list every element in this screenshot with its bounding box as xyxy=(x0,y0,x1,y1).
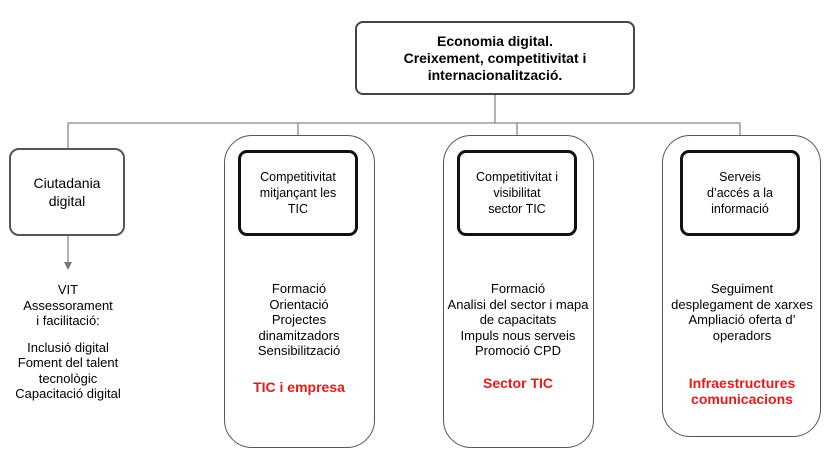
list-spacer xyxy=(0,329,136,340)
node-line: TIC xyxy=(287,202,309,216)
list-item: Foment del talent xyxy=(17,355,119,370)
node-line: informació xyxy=(711,202,769,216)
node-ciutadania-digital: Ciutadania digital xyxy=(9,148,125,236)
node-line: Competitivitat xyxy=(260,170,336,184)
list-item: Promoció CPD xyxy=(475,343,561,358)
list-item: tecnològic xyxy=(38,370,98,386)
node-competitivitat-sector: Competitivitat i visibilitat sector TIC xyxy=(457,150,577,236)
list-item: Inclusió digital xyxy=(27,339,109,355)
area-label-tic-empresa: TIC i empresa xyxy=(253,379,345,395)
list-item: Projectes xyxy=(271,312,327,327)
root-line: Economia digital. xyxy=(437,32,553,49)
list-sector-tic: Formació Analisi del sector i mapa de ca… xyxy=(437,281,599,359)
area-label-infraestructures: Infraestructures comunicacions xyxy=(664,375,820,407)
list-item: i facilitació: xyxy=(36,313,100,328)
node-competitivitat-tic: Competitivitat mitjançant les TIC xyxy=(238,150,358,236)
node-line: digital xyxy=(48,193,86,209)
root-node: Economia digital. Creixement, competitiv… xyxy=(355,21,635,95)
list-item: Assessorament xyxy=(23,297,113,313)
root-line: internacionalització. xyxy=(427,66,563,83)
list-item: Orientació xyxy=(269,296,329,312)
node-line: mitjançant les xyxy=(259,186,337,200)
list-item: de capacitats xyxy=(479,312,557,327)
node-serveis-acces: Serveis d’accés a la informació xyxy=(680,150,800,236)
list-infraestructures: Seguiment desplegament de xarxes Ampliac… xyxy=(664,281,820,343)
list-item: Formació xyxy=(490,281,546,296)
list-item: Impuls nous serveis xyxy=(460,327,576,343)
node-line: Serveis xyxy=(719,170,761,184)
list-item: dinamitzadors xyxy=(258,327,340,343)
node-line: sector TIC xyxy=(488,202,546,216)
list-item: VIT xyxy=(57,282,79,297)
node-line: Ciutadania xyxy=(33,175,101,191)
list-ciutadania-digital: VIT Assessorament i facilitació: Inclusi… xyxy=(0,282,136,402)
list-item: Sensibilització xyxy=(257,343,341,358)
area-label-sector-tic: Sector TIC xyxy=(482,375,553,391)
list-item: Formació xyxy=(271,281,327,296)
list-item: operadors xyxy=(712,327,772,343)
root-line: Creixement, competitivitat i xyxy=(403,49,587,66)
list-item: Seguiment xyxy=(710,281,774,296)
list-tic-empresa: Formació Orientació Projectes dinamitzad… xyxy=(228,281,370,359)
list-item: Ampliació oferta d’ xyxy=(688,312,796,327)
list-item: Capacitació digital xyxy=(15,386,121,401)
area-label-text: Infraestructures comunicacions xyxy=(688,375,796,407)
list-item: desplegament de xarxes xyxy=(671,296,813,312)
node-line: visibilitat xyxy=(493,186,541,200)
node-line: d’accés a la xyxy=(706,186,773,200)
list-item: Analisi del sector i mapa xyxy=(447,296,589,312)
node-line: Competitivitat i xyxy=(476,170,558,184)
